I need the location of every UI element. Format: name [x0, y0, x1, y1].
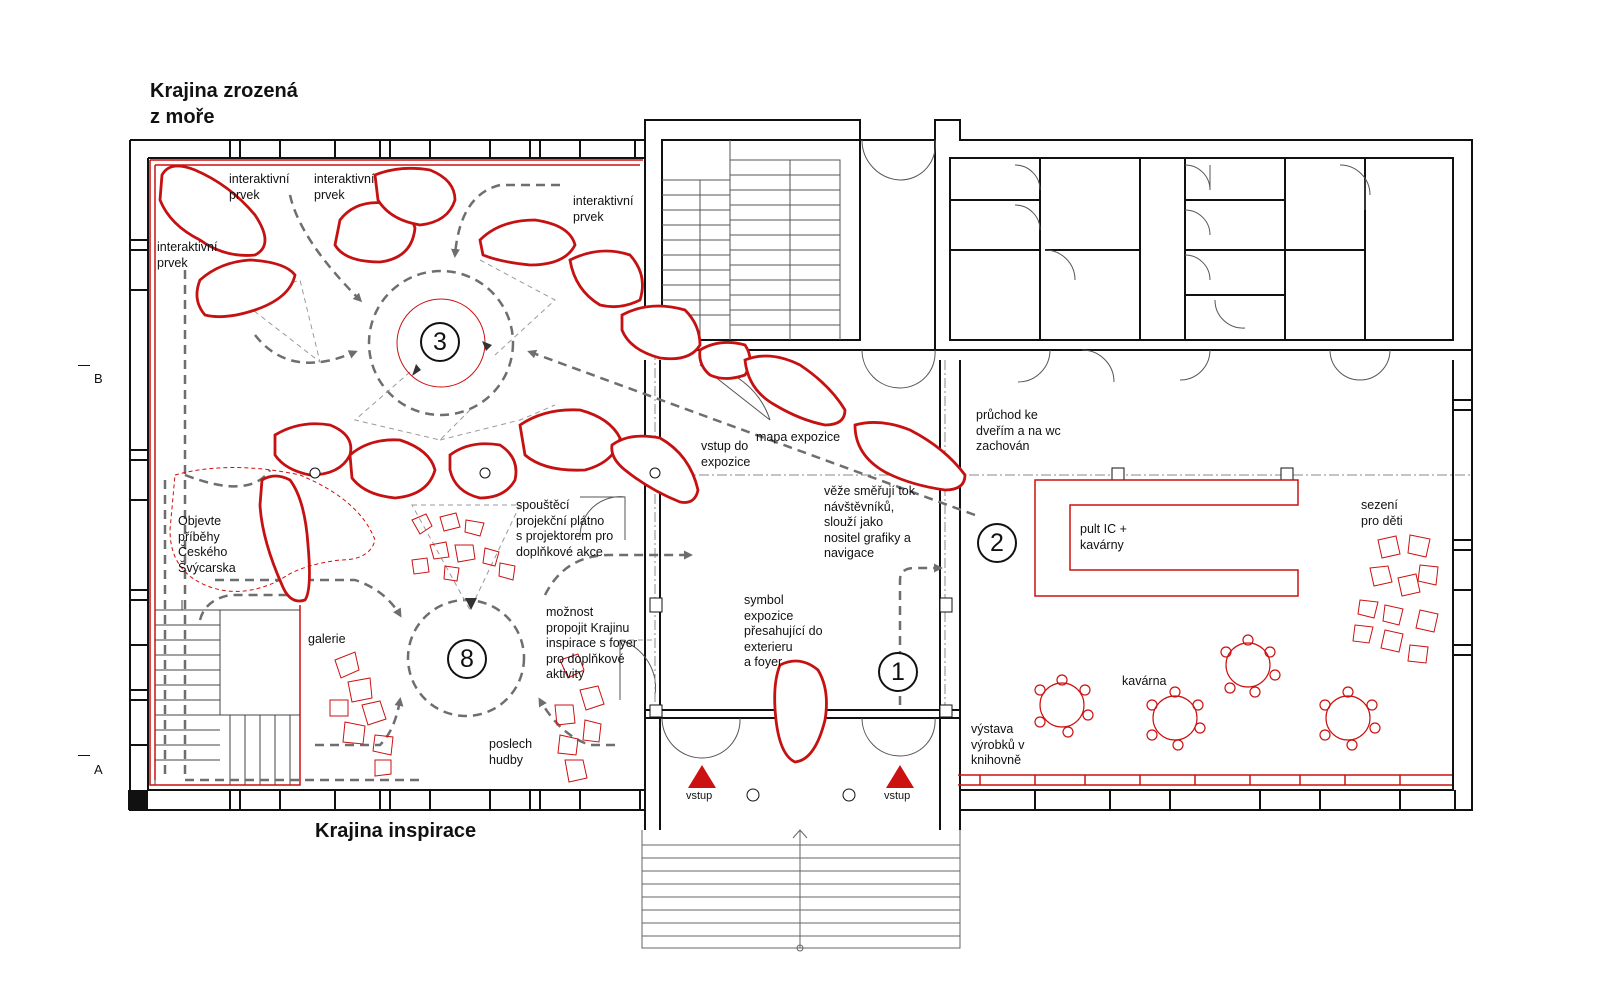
entrance-steps: [641, 829, 961, 952]
entrance-left-icon: [688, 765, 716, 788]
station-1: 1: [878, 652, 918, 692]
gallery-stairs: [154, 600, 301, 786]
cafe-tables: [1034, 634, 1381, 751]
station-2: 2: [977, 523, 1017, 563]
corner-block: [128, 790, 148, 810]
label-spoustec: spouštěcí projekční plátno s projektorem…: [516, 498, 614, 559]
red-outline-shapes: [169, 467, 1439, 783]
label-moznost: možnost propojit Krajinu inspirace s foy…: [546, 605, 638, 681]
label-poslech: poslech hudby: [489, 737, 533, 767]
core-stairs: [662, 140, 841, 340]
station-8: 8: [447, 639, 487, 679]
label-interaktivni-2: interaktivní prvek: [314, 172, 375, 202]
label-symbol: symbol expozice přesahující do exterieru…: [744, 593, 823, 669]
title-krajina-zrozena: Krajina zrozená z moře: [150, 80, 298, 128]
exhibition-boundary: [149, 159, 1452, 786]
entrance-right-icon: [886, 765, 914, 788]
label-pult: pult IC + kavárny: [1080, 522, 1127, 552]
entrance-right-label: vstup: [884, 790, 911, 802]
label-sezeni: sezení pro děti: [1361, 498, 1403, 528]
label-pruchod: průchod ke dveřím a na wc zachován: [976, 408, 1061, 453]
visitor-paths: [163, 183, 976, 782]
label-interaktivni-3: interaktivní prvek: [573, 194, 634, 224]
entrance-left-label: vstup: [686, 790, 713, 802]
title-krajina-inspirace: Krajina inspirace: [315, 820, 477, 842]
interactive-blobs: [158, 164, 967, 764]
axis-lines: [645, 350, 1472, 710]
label-mapa-expozice: mapa expozice: [756, 430, 841, 444]
label-vstup-expozice: vstup do expozice: [701, 439, 751, 469]
label-veze: věže směřují tok návštěvníků, slouží jak…: [824, 484, 916, 560]
section-mark-a: A: [94, 762, 103, 777]
label-interaktivni-4: interaktivní prvek: [157, 240, 218, 270]
section-mark-b: B: [94, 371, 103, 386]
label-objevte: Objevte příběhy Českého Švýcarska: [178, 514, 236, 575]
doors: [579, 139, 1391, 759]
label-galerie: galerie: [308, 632, 346, 646]
station-3: 3: [420, 322, 460, 362]
label-vystava: výstava výrobků v knihovně: [971, 722, 1025, 767]
label-interaktivni-1: interaktivní prvek: [229, 172, 290, 202]
label-kavarna: kavárna: [1122, 674, 1167, 688]
building-walls: [129, 119, 1473, 830]
